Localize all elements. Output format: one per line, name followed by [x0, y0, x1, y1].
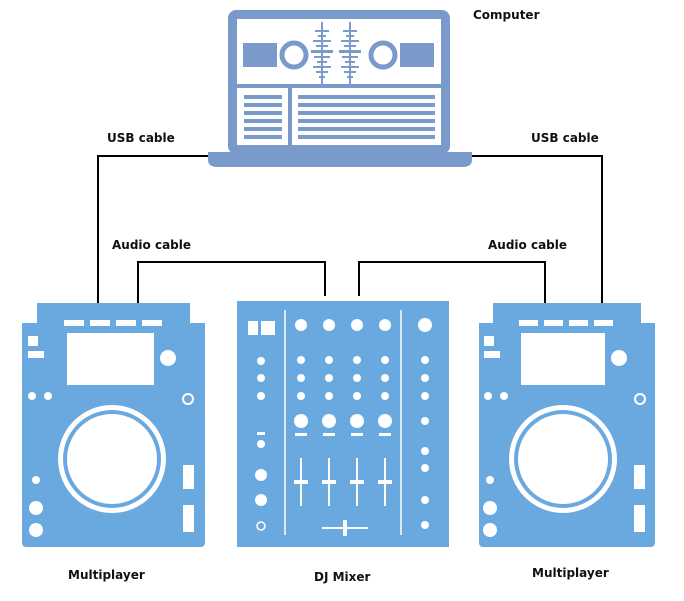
track-list-left [244, 95, 282, 139]
computer-laptop [208, 10, 472, 167]
multiplayer-label-left: Multiplayer [68, 568, 145, 582]
audio-cable-label-left: Audio cable [112, 238, 192, 252]
player-screen-right [521, 333, 605, 385]
deck-panel-right [400, 43, 434, 67]
deck-panel-left [243, 43, 277, 67]
jog-icon-left [279, 40, 309, 70]
multiplayer-right [479, 303, 655, 547]
laptop-base [208, 152, 472, 167]
multiplayer-label-right: Multiplayer [532, 566, 609, 580]
usb-cable-label-right: USB cable [531, 131, 599, 145]
multiplayer-left [22, 303, 205, 547]
browser-divider [288, 88, 292, 145]
track-list-right [298, 95, 435, 139]
dj-mixer-label: DJ Mixer [314, 570, 371, 584]
waveform-icon [311, 22, 361, 84]
computer-label: Computer [473, 8, 540, 22]
usb-cable-left [97, 155, 210, 303]
display-divider [237, 84, 441, 88]
audio-cable-left [137, 261, 326, 303]
audio-cable-label-right: Audio cable [488, 238, 568, 252]
jog-icon-right [368, 40, 398, 70]
dj-mixer [237, 301, 449, 547]
audio-cable-right [358, 261, 546, 303]
usb-cable-right [470, 155, 603, 303]
laptop-display [237, 19, 441, 145]
usb-cable-label-left: USB cable [107, 131, 175, 145]
cables [97, 155, 603, 303]
player-screen-left [67, 333, 154, 385]
